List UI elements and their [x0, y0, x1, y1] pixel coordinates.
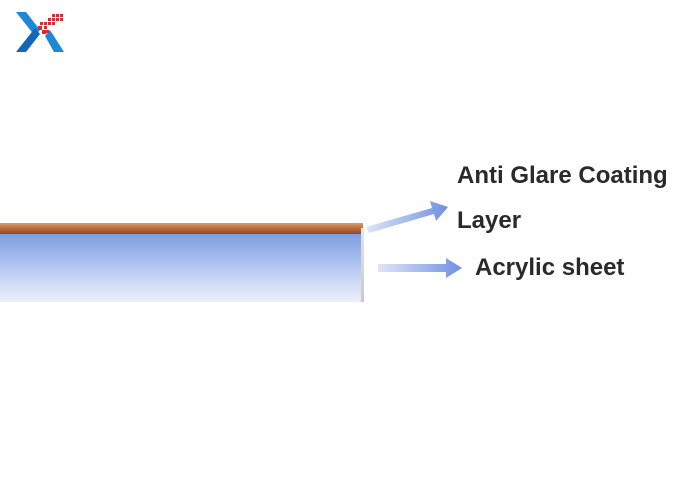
- coating-pointer-arrow: [366, 201, 448, 233]
- logo-stroke-left-bottom: [16, 28, 40, 52]
- brand-logo-icon: [16, 12, 64, 52]
- acrylic-sheet-layer: [0, 234, 363, 302]
- pointer-arrows: [366, 201, 462, 278]
- anti-glare-coating-layer: [0, 223, 363, 234]
- acrylic-sheet-label: Acrylic sheet: [475, 254, 625, 281]
- sheet-pointer-arrow: [378, 258, 462, 278]
- logo-stroke-right-bottom: [45, 30, 64, 52]
- coating-label-line2: Layer: [457, 207, 522, 234]
- logo-pixel-dots: [38, 14, 63, 34]
- sheet-edge: [361, 228, 364, 302]
- coating-label-line1: Anti Glare Coating: [457, 162, 668, 189]
